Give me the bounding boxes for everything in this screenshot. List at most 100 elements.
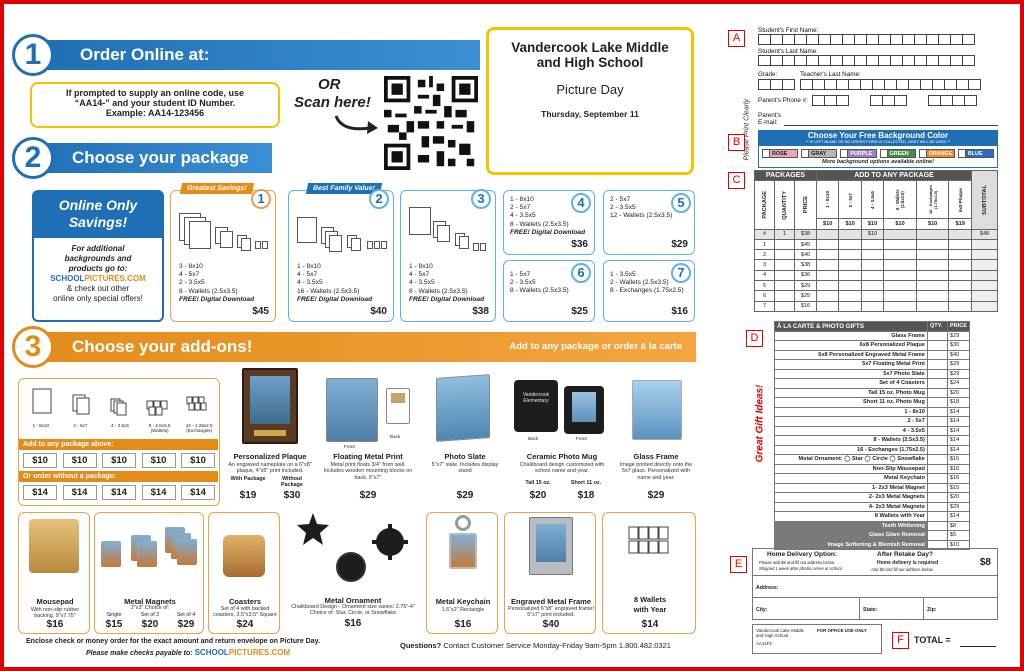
subtotal-cell[interactable] <box>971 259 998 271</box>
addon-cell[interactable] <box>915 249 950 261</box>
addon-cell[interactable] <box>838 290 862 302</box>
addon-cell[interactable] <box>883 259 917 271</box>
addon-engraved-metal-frame[interactable]: Engraved Metal Frame Personalized 6"x8" … <box>504 512 596 634</box>
last-name-field[interactable] <box>758 55 975 66</box>
addon-8-wallets-with-year[interactable]: 8 Wallets with Year $14 <box>602 512 696 634</box>
addon-cell[interactable] <box>838 238 862 251</box>
bg-option-purple[interactable]: PURPLE <box>840 149 877 158</box>
qty-cell[interactable] <box>926 330 948 341</box>
qty-cell[interactable] <box>926 406 948 417</box>
addon-cell[interactable] <box>948 259 972 271</box>
addon-coasters[interactable]: Coasters Set of 4 with backed coasters, … <box>208 512 280 634</box>
letter-box[interactable] <box>894 95 907 106</box>
city-field[interactable]: City: <box>752 598 860 620</box>
addon-cell[interactable] <box>860 249 885 261</box>
addon-cell[interactable] <box>815 249 840 261</box>
subtotal-cell[interactable] <box>971 300 998 312</box>
addon-cell[interactable] <box>838 249 862 261</box>
email-field[interactable] <box>784 125 998 126</box>
quantity-cell[interactable] <box>774 259 795 271</box>
qty-cell[interactable] <box>926 416 948 427</box>
addon-cell[interactable] <box>948 249 972 261</box>
qty-cell[interactable] <box>926 435 948 446</box>
bg-option-blue[interactable]: BLUE <box>957 149 995 158</box>
addon-cell[interactable] <box>883 269 917 282</box>
package-3-card[interactable]: 3 1 - 8x10 4 - 5x7 4 - 3.5x5 8 - Wallets… <box>400 189 496 322</box>
subtotal-cell[interactable] <box>971 238 998 251</box>
letter-box[interactable] <box>968 79 981 90</box>
qty-cell[interactable] <box>926 454 948 465</box>
letter-box[interactable] <box>782 79 795 90</box>
qty-cell[interactable] <box>926 482 948 493</box>
addon-floating-metal-print[interactable]: Front Back Floating Metal Print Metal pr… <box>320 366 416 506</box>
package-1-card[interactable]: Greatest Savings! 1 3 - 8x10 4 - 5x7 2 -… <box>170 183 276 322</box>
checkbox[interactable] <box>958 150 966 157</box>
addon-cell[interactable] <box>815 259 840 271</box>
addon-cell[interactable] <box>915 238 950 251</box>
addon-cell[interactable] <box>915 290 950 302</box>
addon-cell[interactable] <box>860 280 885 292</box>
qty-cell[interactable] <box>926 520 948 531</box>
letter-box[interactable] <box>962 55 975 66</box>
addon-cell[interactable] <box>948 300 972 312</box>
qty-cell[interactable] <box>926 349 948 360</box>
subtotal-cell[interactable] <box>971 249 998 261</box>
bg-option-orange[interactable]: ORANGE <box>918 149 955 158</box>
quantity-cell[interactable] <box>774 269 795 282</box>
qty-cell[interactable] <box>926 501 948 512</box>
state-field[interactable]: State: <box>860 598 924 620</box>
addon-cell[interactable] <box>815 290 840 302</box>
addon-cell[interactable] <box>815 280 840 292</box>
checkbox[interactable] <box>763 150 770 157</box>
qty-cell[interactable] <box>926 397 948 408</box>
addon-cell[interactable] <box>815 300 840 312</box>
qty-cell[interactable] <box>926 359 948 370</box>
qty-cell[interactable] <box>926 463 948 474</box>
bg-option-rose[interactable]: ROSE <box>762 149 799 158</box>
addon-cell[interactable] <box>948 290 972 302</box>
quantity-cell[interactable] <box>774 300 795 312</box>
qty-cell[interactable] <box>926 530 948 541</box>
grade-field[interactable] <box>758 79 795 90</box>
addon-cell[interactable] <box>915 300 950 312</box>
package-5-card[interactable]: 5 2 - 5x7 2 - 3.5x5 12 - Wallets (2.5x3.… <box>603 190 695 255</box>
qty-cell[interactable] <box>926 473 948 484</box>
letter-box[interactable] <box>836 95 849 106</box>
online-only-site[interactable]: SCHOOLPICTURES.COM <box>34 274 162 284</box>
addon-cell[interactable] <box>883 300 917 312</box>
bg-option-gray[interactable]: GRAY <box>801 149 838 158</box>
addon-cell[interactable] <box>815 269 840 282</box>
qty-cell[interactable] <box>926 425 948 436</box>
quantity-cell[interactable] <box>774 249 795 261</box>
subtotal-cell[interactable] <box>971 290 998 302</box>
addon-metal-ornament[interactable]: Metal Ornament Chalkboard Design - Ornam… <box>286 512 420 634</box>
quantity-cell[interactable] <box>774 280 795 292</box>
qty-cell[interactable] <box>926 378 948 389</box>
phone-field-line[interactable] <box>928 95 977 106</box>
qty-cell[interactable] <box>926 368 948 379</box>
letter-box[interactable] <box>962 34 975 45</box>
addon-cell[interactable] <box>948 269 972 282</box>
addon-cell[interactable] <box>948 238 972 251</box>
addon-cell[interactable] <box>860 300 885 312</box>
addon-photo-slate[interactable]: Photo Slate 5"x7" slate. Includes displa… <box>422 366 508 506</box>
teacher-field[interactable] <box>800 79 981 90</box>
addon-cell[interactable] <box>838 269 862 282</box>
addon-cell[interactable] <box>948 280 972 292</box>
bg-option-green[interactable]: GREEN <box>879 149 916 158</box>
phone-field-area[interactable] <box>812 95 849 106</box>
addon-personalized-plaque[interactable]: Personalized Plaque An engraved nameplat… <box>226 366 314 506</box>
package-2-card[interactable]: Best Family Value! 2 1 - 8x10 4 - 5x7 4 … <box>288 183 394 322</box>
addon-cell[interactable] <box>838 259 862 271</box>
addon-cell[interactable] <box>883 249 917 261</box>
package-4-card[interactable]: 4 1 - 8x10 2 - 5x7 4 - 3.5x5 8 - Wallets… <box>503 190 595 255</box>
addon-cell[interactable] <box>815 238 840 251</box>
total-field[interactable]: TOTAL = <box>914 630 998 652</box>
addon-ceramic-mug[interactable]: Vandercook Elementary Back Front Ceramic… <box>510 366 614 506</box>
addon-cell[interactable] <box>860 238 885 251</box>
addon-cell[interactable] <box>883 238 917 251</box>
phone-field-prefix[interactable] <box>870 95 907 106</box>
qty-cell[interactable] <box>926 492 948 503</box>
addon-metal-magnets[interactable]: Metal Magnets 2"x3" Choice of: Single Se… <box>94 512 204 634</box>
checkbox[interactable] <box>880 150 888 157</box>
